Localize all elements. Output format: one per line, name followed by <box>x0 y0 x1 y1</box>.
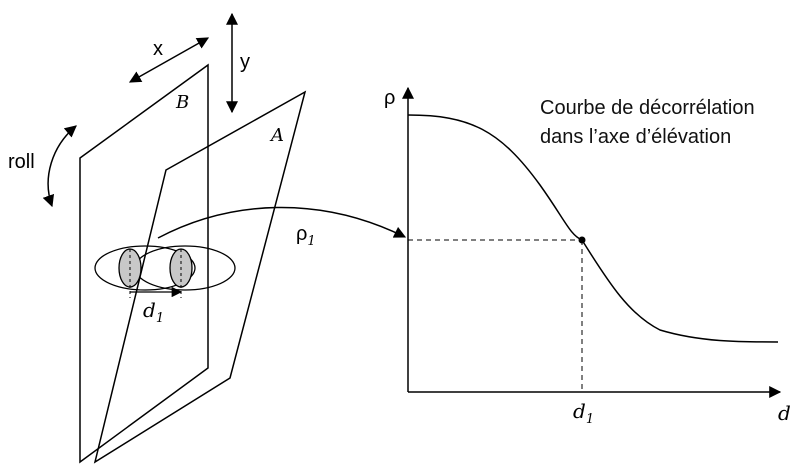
plane-b <box>79 63 209 464</box>
roll-label: roll <box>8 151 35 173</box>
transfer-arrow <box>157 206 407 239</box>
curve-caption: Courbe de décorrélation dans l’axe d’élé… <box>540 94 755 152</box>
caption-line-1: Courbe de décorrélation <box>540 97 755 119</box>
curve-point <box>578 236 586 244</box>
y-label: y <box>240 51 250 73</box>
caption-line-2: dans l’axe d’élévation <box>540 126 732 148</box>
d-axis-label: d <box>778 401 791 425</box>
beam-ellipse-left <box>94 245 196 291</box>
roll-rotation-arrow <box>42 125 77 208</box>
rho1-label: ρ1 <box>296 223 316 249</box>
plane-b-label: B <box>175 92 189 113</box>
rho-axis-label: ρ <box>384 87 395 109</box>
x-label: x <box>153 38 163 60</box>
x-translation-arrow <box>128 37 210 83</box>
d1-left-label: d1 <box>143 298 164 326</box>
d1-axis-label: d1 <box>573 399 594 427</box>
plane-a <box>93 90 307 464</box>
plane-a-label: A <box>269 125 284 146</box>
